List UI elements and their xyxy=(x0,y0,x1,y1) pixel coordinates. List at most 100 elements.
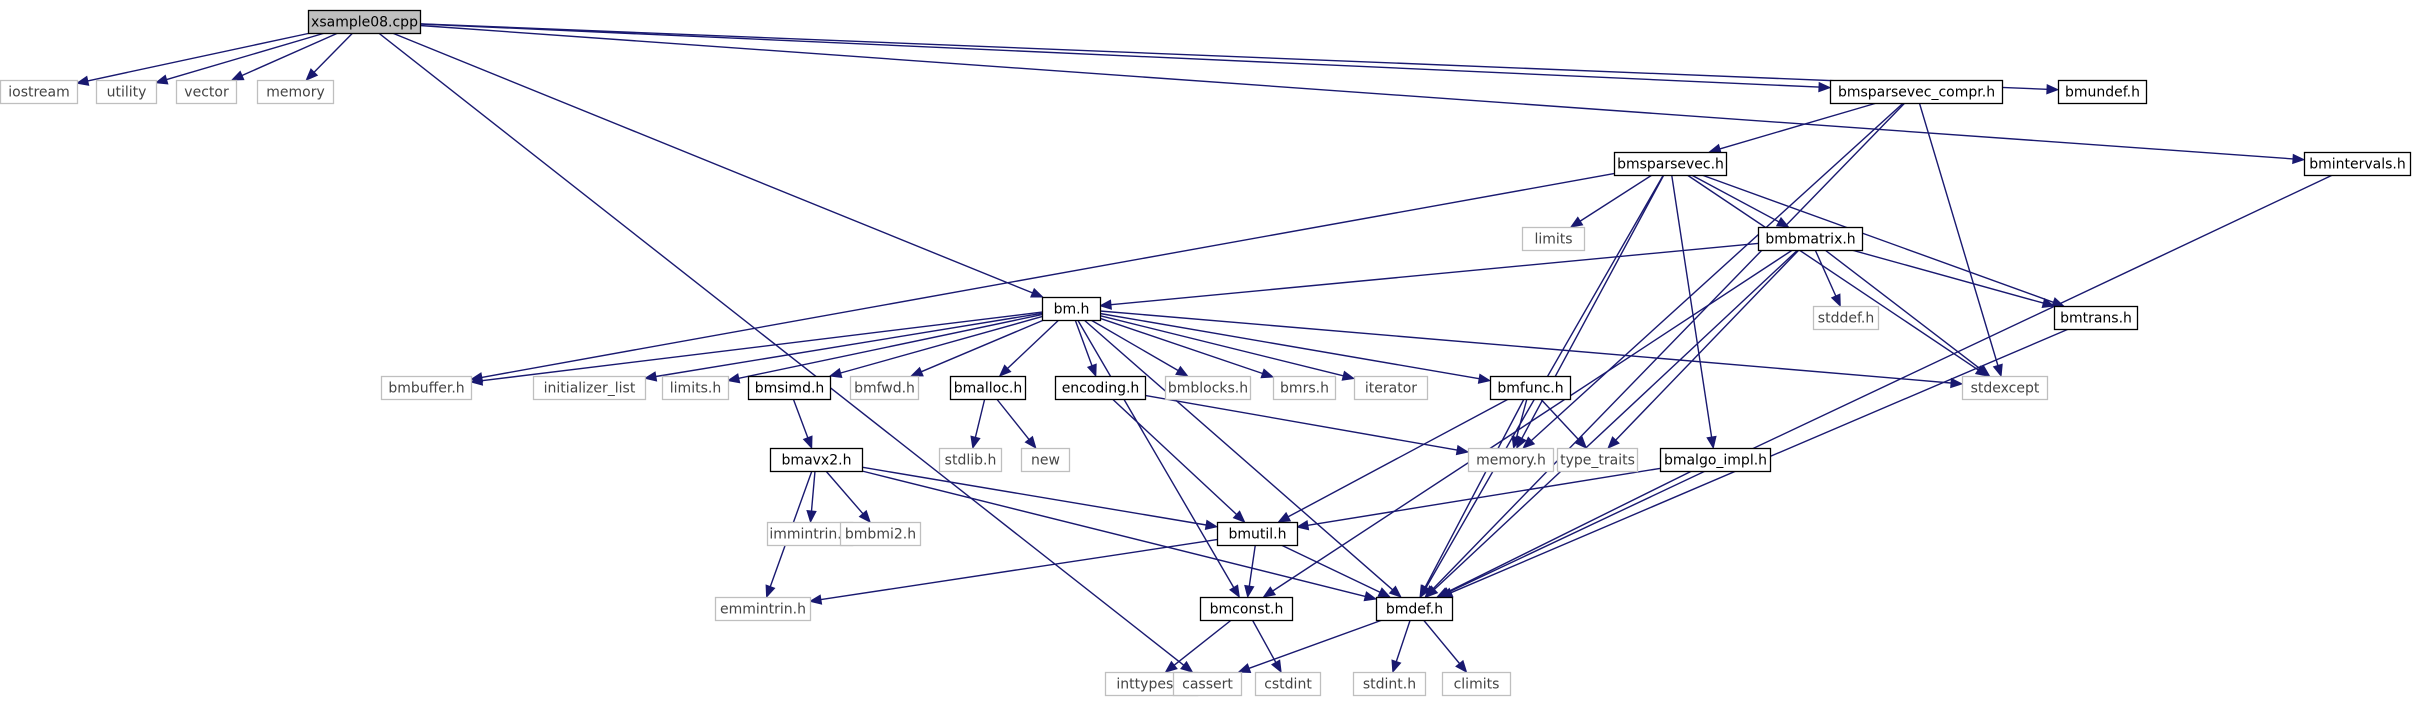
node-box xyxy=(1353,375,1429,401)
node-label: utility xyxy=(107,85,147,101)
arrowhead-icon xyxy=(1295,519,1310,531)
edge-line xyxy=(1719,102,1877,150)
edge-bmsparsevec-to-bmbmatrix xyxy=(1691,174,1790,228)
edge-line xyxy=(1248,619,1383,669)
arrowhead-icon xyxy=(154,74,169,85)
edge-bm-to-bmsimd xyxy=(828,315,1043,378)
node-label: climits xyxy=(1454,677,1500,693)
edge-xsample08-to-vector xyxy=(230,32,339,81)
node-box xyxy=(1489,375,1572,401)
node-bmundef[interactable]: bmundef.h xyxy=(2057,79,2148,105)
node-bmsimd[interactable]: bmsimd.h xyxy=(747,375,832,401)
edge-bmsparsevec-to-limits xyxy=(1569,174,1653,228)
node-box xyxy=(2057,79,2148,105)
edge-bmsparsevec_compr-to-bmdef xyxy=(1424,102,1906,598)
node-memory: memory xyxy=(256,79,335,105)
node-bmintervals[interactable]: bmintervals.h xyxy=(2303,151,2412,177)
node-label: bmbmatrix.h xyxy=(1765,232,1855,248)
arrowhead-icon xyxy=(1607,436,1620,449)
edge-encoding-to-memory_h xyxy=(1144,394,1470,456)
arrowhead-icon xyxy=(1977,364,1991,377)
arrowhead-icon xyxy=(1260,368,1275,379)
edge-bm-to-bmblocks xyxy=(1090,319,1189,377)
edges-layer xyxy=(75,23,2333,674)
edge-bm-to-bmdef xyxy=(1083,319,1402,598)
node-box xyxy=(714,596,812,622)
edge-line xyxy=(996,398,1030,440)
node-label: cassert xyxy=(1182,677,1233,693)
node-bmsparsevec-compr[interactable]: bmsparsevec_compr.h xyxy=(1829,79,2004,105)
edge-xsample08-to-bmintervals xyxy=(419,24,2306,165)
node-bmdef[interactable]: bmdef.h xyxy=(1375,596,1454,622)
arrowhead-icon xyxy=(1477,373,1492,384)
node-label: memory xyxy=(266,85,325,101)
node-bmavx2[interactable]: bmavx2.h xyxy=(769,447,864,473)
node-label: memory.h xyxy=(1476,453,1546,469)
edge-bm-to-initializer_list xyxy=(643,312,1043,382)
node-xsample08[interactable]: xsample08.cpp xyxy=(307,9,422,35)
edge-bmavx2-to-bmbmi2 xyxy=(825,470,871,524)
edge-line xyxy=(1272,249,1793,592)
node-bmbmatrix[interactable]: bmbmatrix.h xyxy=(1757,226,1864,252)
node-bmutil[interactable]: bmutil.h xyxy=(1216,521,1299,547)
edge-line xyxy=(1851,249,2044,304)
arrowhead-icon xyxy=(643,371,658,382)
node-bmfunc[interactable]: bmfunc.h xyxy=(1489,375,1572,401)
node-label: stdlib.h xyxy=(945,453,997,469)
node-bmalgo-impl[interactable]: bmalgo_impl.h xyxy=(1659,447,1772,473)
edge-line xyxy=(1074,319,1093,366)
edge-line xyxy=(1422,619,1461,664)
node-bm[interactable]: bm.h xyxy=(1041,296,1102,322)
arrowhead-icon xyxy=(1180,660,1194,673)
arrowhead-icon xyxy=(1262,586,1277,598)
node-label: bmdef.h xyxy=(1386,602,1443,618)
node-label: stdint.h xyxy=(1363,677,1416,693)
edge-bm-to-bmfunc xyxy=(1099,312,1492,384)
node-box xyxy=(1272,375,1337,401)
edge-bmfunc-to-memory_h xyxy=(1511,398,1528,450)
arrowhead-icon xyxy=(305,68,319,81)
node-box xyxy=(1613,151,1728,177)
node-encoding[interactable]: encoding.h xyxy=(1054,375,1147,401)
node-bmtrans[interactable]: bmtrans.h xyxy=(2053,305,2139,331)
node-stdexcept: stdexcept xyxy=(1961,375,2049,401)
node-limits: limits xyxy=(1521,226,1586,252)
node-label: limits.h xyxy=(670,381,721,397)
node-bmsparsevec[interactable]: bmsparsevec.h xyxy=(1613,151,1728,177)
node-box xyxy=(1199,596,1294,622)
node-box xyxy=(380,375,473,401)
node-label: bmutil.h xyxy=(1229,527,1287,543)
arrowhead-icon xyxy=(1706,435,1717,450)
node-label: new xyxy=(1031,453,1060,469)
node-box xyxy=(1441,671,1512,697)
edge-line xyxy=(820,538,1218,601)
node-label: xsample08.cpp xyxy=(311,15,418,31)
node-bmconst[interactable]: bmconst.h xyxy=(1199,596,1294,622)
node-label: stdexcept xyxy=(1971,381,2040,397)
arrowhead-icon xyxy=(1818,81,1832,93)
edge-bmbmatrix-to-bmtrans xyxy=(1851,249,2056,308)
node-label: encoding.h xyxy=(1062,381,1140,397)
edge-xsample08-to-memory xyxy=(305,32,354,81)
node-box xyxy=(532,375,647,401)
arrowhead-icon xyxy=(998,364,1012,377)
arrowhead-icon xyxy=(1277,511,1292,523)
arrowhead-icon xyxy=(2041,297,2056,308)
edge-bmbmatrix-to-bmconst xyxy=(1262,249,1793,598)
edge-xsample08-to-cassert xyxy=(378,32,1194,673)
node-label: bmrs.h xyxy=(1280,381,1329,397)
edge-line xyxy=(1099,315,1344,377)
arrowhead-icon xyxy=(1522,436,1536,449)
node-box xyxy=(1054,375,1147,401)
node-box xyxy=(1757,226,1864,252)
node-box xyxy=(95,79,158,105)
node-box xyxy=(1659,447,1772,473)
node-label: cstdint xyxy=(1264,677,1312,693)
node-label: bmavx2.h xyxy=(782,453,852,469)
node-bmalloc[interactable]: bmalloc.h xyxy=(949,375,1027,401)
node-box xyxy=(1164,375,1252,401)
edge-line xyxy=(1173,619,1232,666)
node-stdint: stdint.h xyxy=(1352,671,1427,697)
node-stdlib: stdlib.h xyxy=(938,447,1003,473)
